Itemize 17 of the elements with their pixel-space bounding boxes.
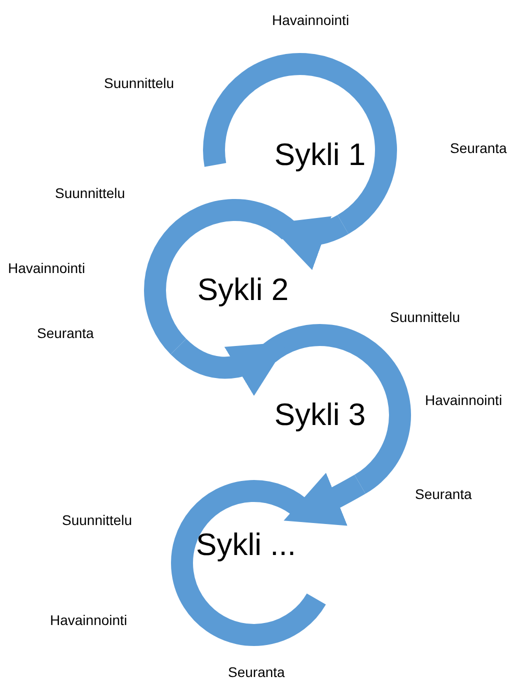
stage-label: Havainnointi [425, 392, 502, 408]
stage-label: Suunnittelu [55, 185, 126, 201]
stage-label: Suunnittelu [104, 75, 174, 91]
stage-label: Suunnittelu [390, 309, 460, 325]
stage-label: Havainnointi [272, 12, 350, 28]
stage-label: Seuranta [228, 664, 285, 680]
stage-label: Havainnointi [50, 612, 128, 628]
stage-label: Havainnointi [8, 260, 86, 276]
cycle-title: Sykli 3 [274, 397, 366, 433]
stage-label: Seuranta [450, 140, 507, 156]
stage-label: Seuranta [415, 486, 472, 502]
stage-label: Suunnittelu [62, 512, 132, 528]
cycle-title: Sykli 2 [197, 272, 289, 308]
stage-label: Seuranta [37, 325, 94, 341]
cycle-title: Sykli 1 [274, 137, 366, 173]
cycle-title: Sykli ... [196, 527, 296, 563]
curved-arrow [284, 472, 366, 526]
